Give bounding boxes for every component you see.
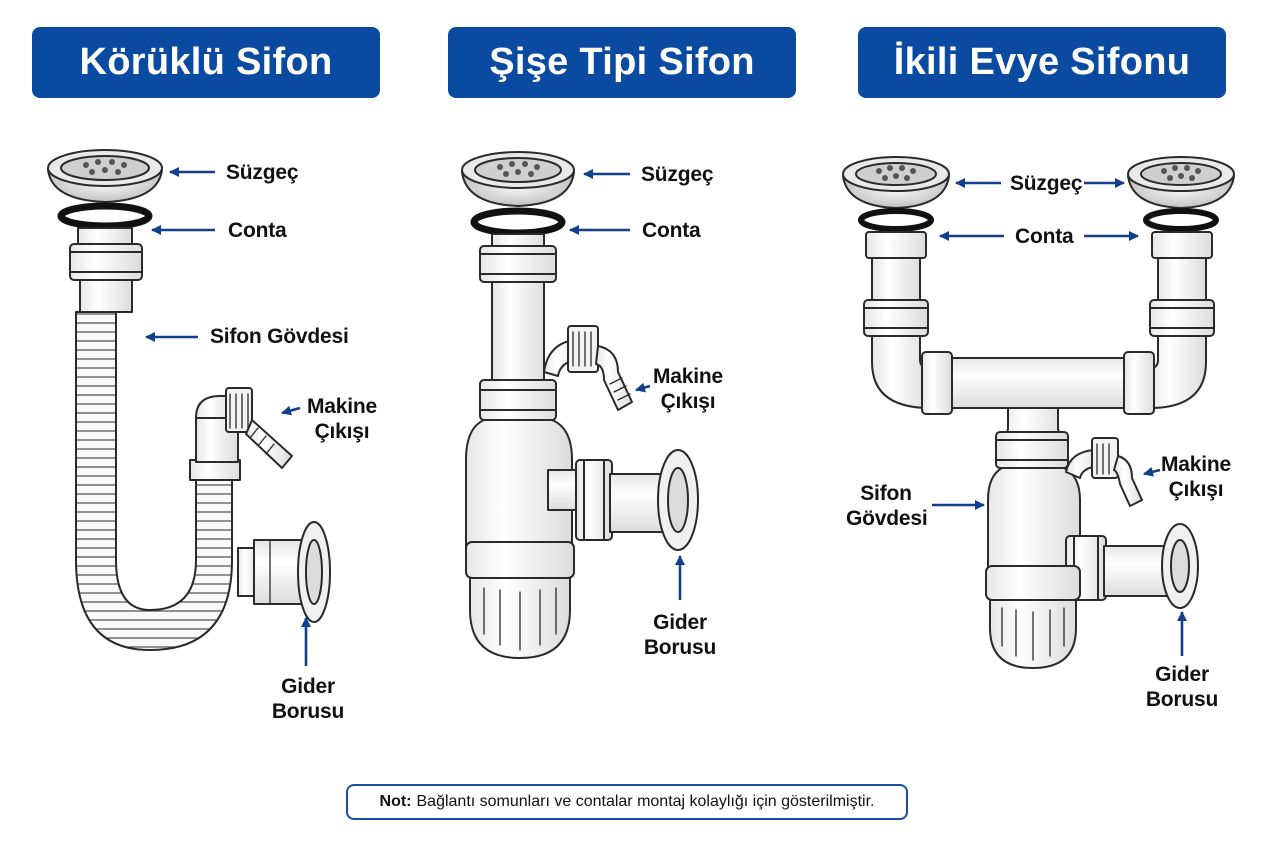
callout-arrows: [145, 167, 1187, 666]
label-siphon-body: Sifon Gövdesi: [846, 481, 928, 531]
footnote-label: Not:: [379, 793, 412, 810]
strainer-icon: [47, 149, 163, 203]
label-line: Gider: [653, 611, 707, 634]
panel-title-bellows-siphon: Körüklü Sifon: [32, 27, 380, 98]
label-line: Borusu: [643, 636, 717, 659]
panel-title-bottle-siphon: Şişe Tipi Sifon: [448, 27, 796, 98]
label-line: Borusu: [271, 700, 345, 723]
gasket-icon: [858, 208, 934, 232]
label-line: Makine: [1161, 453, 1231, 476]
label-strainer: Süzgeç: [1010, 172, 1083, 195]
label-machine-outlet: Makine Çıkışı: [1158, 452, 1234, 502]
label-drain-pipe: Gider Borusu: [642, 610, 718, 660]
gasket-icon: [57, 202, 153, 230]
bellows-siphon: [47, 149, 331, 651]
label-drain-pipe: Gider Borusu: [1144, 662, 1220, 712]
label-line: Çıkışı: [660, 390, 716, 413]
footnote: Not: Bağlantı somunları ve contalar mont…: [346, 784, 908, 820]
label-line: Makine: [307, 395, 377, 418]
label-gasket: Conta: [642, 219, 701, 242]
label-line: Çıkışı: [314, 420, 370, 443]
nut-icon: [69, 243, 143, 281]
label-siphon-body: Sifon Gövdesi: [210, 325, 349, 348]
label-gasket: Conta: [228, 219, 287, 242]
label-machine-outlet: Makine Çıkışı: [650, 364, 726, 414]
label-machine-outlet: Makine Çıkışı: [304, 394, 380, 444]
label-line: Çıkışı: [1168, 478, 1224, 501]
footnote-text: Bağlantı somunları ve contalar montaj ko…: [416, 793, 875, 810]
label-line: Gider: [281, 675, 335, 698]
double-sink-siphon: [842, 156, 1235, 669]
label-drain-pipe: Gider Borusu: [270, 674, 346, 724]
label-line: Borusu: [1145, 688, 1219, 711]
strainer-icon: [461, 151, 575, 207]
label-strainer: Süzgeç: [226, 161, 299, 184]
panel-title-double-sink-siphon: İkili Evye Sifonu: [858, 27, 1226, 98]
strainer-icon: [1127, 156, 1235, 209]
label-line: Sifon: [860, 482, 912, 505]
label-line: Makine: [653, 365, 723, 388]
label-line: Gider: [1155, 663, 1209, 686]
label-line: Gövdesi: [846, 507, 928, 530]
bottle-siphon: [461, 151, 699, 659]
gasket-icon: [1143, 208, 1219, 232]
gasket-icon: [470, 207, 566, 237]
label-gasket: Conta: [1015, 225, 1074, 248]
strainer-icon: [842, 156, 950, 209]
nut-icon: [479, 245, 557, 283]
label-strainer: Süzgeç: [641, 163, 714, 186]
